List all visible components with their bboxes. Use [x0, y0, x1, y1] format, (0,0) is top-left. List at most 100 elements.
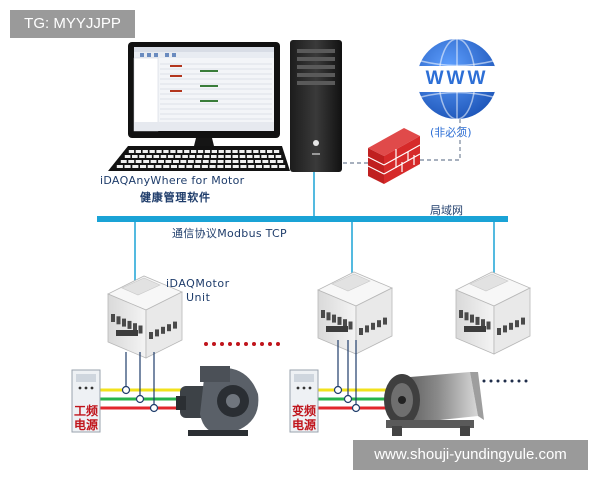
keyboard-key	[279, 165, 286, 168]
keyboard-key	[156, 150, 162, 153]
keyboard-key	[182, 155, 188, 158]
keyboard-key	[124, 155, 131, 158]
keyboard-key	[180, 160, 187, 163]
keyboard-key	[225, 165, 232, 168]
keyboard-key	[177, 150, 183, 153]
idaqmotor-unit	[455, 271, 531, 355]
keyboard-key	[232, 160, 239, 163]
keyboard-key	[196, 155, 203, 158]
keyboard-key	[175, 155, 181, 158]
keyboard-key	[239, 150, 245, 153]
keyboard-key	[254, 155, 260, 158]
keyboard-key	[277, 160, 284, 163]
keyboard-key	[195, 160, 202, 163]
blower-motor	[176, 366, 259, 436]
keyboard-key	[150, 160, 157, 163]
keyboard-key	[211, 155, 217, 158]
keyboard-key	[184, 150, 190, 153]
keyboard-key	[246, 155, 253, 158]
power-source-right-line1: 变频	[292, 404, 317, 418]
keyboard-key	[268, 155, 274, 158]
keyboard-key	[255, 160, 261, 163]
keyboard-key	[201, 165, 208, 168]
keyboard-key	[170, 150, 176, 153]
ball-mill	[384, 372, 484, 436]
power-lines-left	[96, 352, 188, 413]
keyboard-key	[170, 165, 177, 168]
keyboard-key	[232, 155, 239, 158]
internet-globe-icon	[416, 38, 498, 120]
keyboard-key	[232, 150, 238, 153]
keyboard-key	[153, 155, 160, 158]
keyboard-key	[146, 155, 152, 158]
keyboard-key	[218, 150, 224, 153]
keyboard-key	[147, 165, 154, 168]
keyboard-key	[269, 160, 276, 163]
keyboard-key	[128, 160, 135, 163]
keyboard-key	[132, 165, 139, 168]
keyboard-key	[187, 160, 194, 163]
watermark: www.shouji-yundingyule.com	[353, 440, 588, 470]
power-source-left-line1: 工频	[74, 404, 99, 418]
keyboard-key	[253, 150, 259, 153]
keyboard-key	[218, 155, 224, 158]
keyboard-key	[263, 165, 270, 168]
tower-pc	[290, 40, 342, 172]
keyboard-key	[197, 150, 204, 153]
keyboard-key	[165, 160, 172, 163]
device-name-line2: Unit	[186, 291, 211, 304]
power-source-left-line2: 电源	[74, 418, 99, 432]
device-name-line1: iDAQMotor	[166, 277, 230, 290]
keyboard-key	[173, 160, 179, 163]
keyboard-key	[209, 165, 216, 168]
idaqmotor-unit	[317, 271, 393, 355]
keyboard-key	[211, 150, 217, 153]
keyboard-key	[140, 165, 147, 168]
keyboard-key	[132, 155, 138, 158]
keyboard-key	[116, 165, 123, 168]
idaqmotor-unit	[107, 275, 183, 359]
keyboard	[108, 146, 290, 171]
software-name: iDAQAnyWhere for Motor	[100, 174, 245, 187]
keyboard-key	[178, 165, 185, 168]
keyboard-key	[262, 160, 269, 163]
ethernet-bus	[97, 216, 508, 222]
keyboard-key	[204, 150, 211, 153]
keyboard-key	[163, 150, 169, 153]
keyboard-key	[217, 165, 224, 168]
keyboard-key	[225, 160, 232, 163]
keyboard-key	[232, 165, 239, 168]
keyboard-key	[160, 155, 167, 158]
continuation-dots-1	[204, 342, 280, 346]
software-subtitle: 健康管理软件	[140, 191, 211, 204]
firewall-icon	[367, 128, 421, 184]
keyboard-key	[225, 150, 231, 153]
power-lines-right	[314, 340, 396, 413]
internet-optional-note: (非必须)	[430, 126, 472, 139]
keyboard-key	[128, 150, 135, 153]
continuation-dots-2	[482, 379, 528, 383]
keyboard-key	[189, 155, 195, 158]
keyboard-key	[191, 150, 197, 153]
keyboard-key	[143, 160, 150, 163]
keyboard-key	[246, 150, 252, 153]
keyboard-key	[217, 160, 224, 163]
keyboard-key	[240, 165, 247, 168]
keyboard-key	[194, 165, 201, 168]
keyboard-key	[120, 160, 127, 163]
keyboard-key	[155, 165, 162, 168]
keyboard-key	[255, 165, 262, 168]
keyboard-key	[273, 150, 280, 153]
keyboard-key	[240, 160, 246, 163]
keyboard-key	[158, 160, 164, 163]
keyboard-key	[271, 165, 278, 168]
keyboard-key	[167, 155, 174, 158]
keyboard-key	[261, 155, 267, 158]
keyboard-key	[275, 155, 282, 158]
keyboard-key	[142, 150, 148, 153]
power-cabinet-right	[289, 369, 319, 433]
keyboard-key	[267, 150, 273, 153]
keyboard-key	[149, 150, 155, 153]
keyboard-key	[239, 155, 246, 158]
